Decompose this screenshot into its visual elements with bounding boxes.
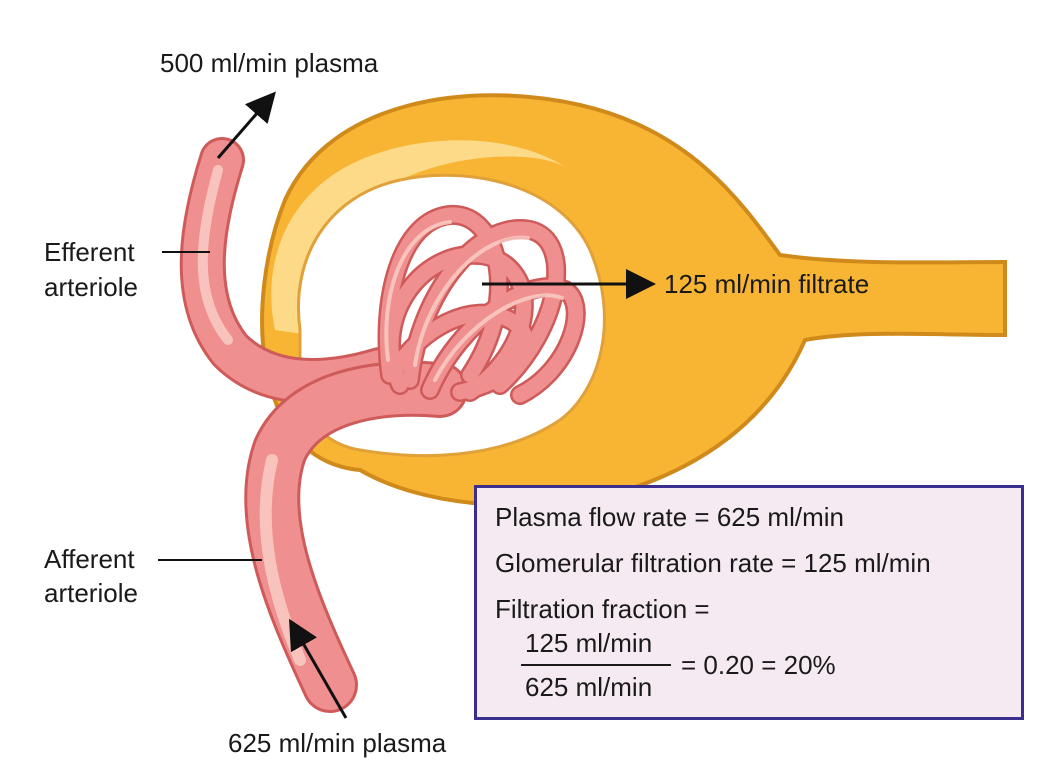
fraction-bar — [521, 664, 671, 666]
efferent-flow-label: 500 ml/min plasma — [160, 48, 379, 78]
filtration-fraction-label: Filtration fraction = — [495, 594, 710, 624]
afferent-label-line2: arteriole — [44, 578, 138, 608]
filtration-info-box: Plasma flow rate = 625 ml/min Glomerular… — [474, 485, 1024, 720]
glomerular-filtration-rate: Glomerular filtration rate = 125 ml/min — [495, 548, 931, 578]
fraction-numerator: 125 ml/min — [525, 628, 653, 658]
efferent-label-line1: Efferent — [44, 237, 135, 267]
efferent-flow-arrow — [216, 91, 276, 159]
glomerular-capillaries — [377, 205, 586, 405]
fraction-result: = 0.20 = 20% — [681, 650, 836, 680]
plasma-flow-rate: Plasma flow rate = 625 ml/min — [495, 502, 844, 532]
fraction-denominator: 625 ml/min — [525, 672, 653, 702]
filtrate-label: 125 ml/min filtrate — [664, 269, 870, 299]
afferent-flow-label: 625 ml/min plasma — [228, 728, 447, 758]
afferent-flow-arrow — [289, 618, 348, 719]
afferent-label-line1: Afferent — [44, 544, 135, 574]
efferent-label-line2: arteriole — [44, 272, 138, 302]
bowmans-capsule — [260, 93, 1007, 508]
